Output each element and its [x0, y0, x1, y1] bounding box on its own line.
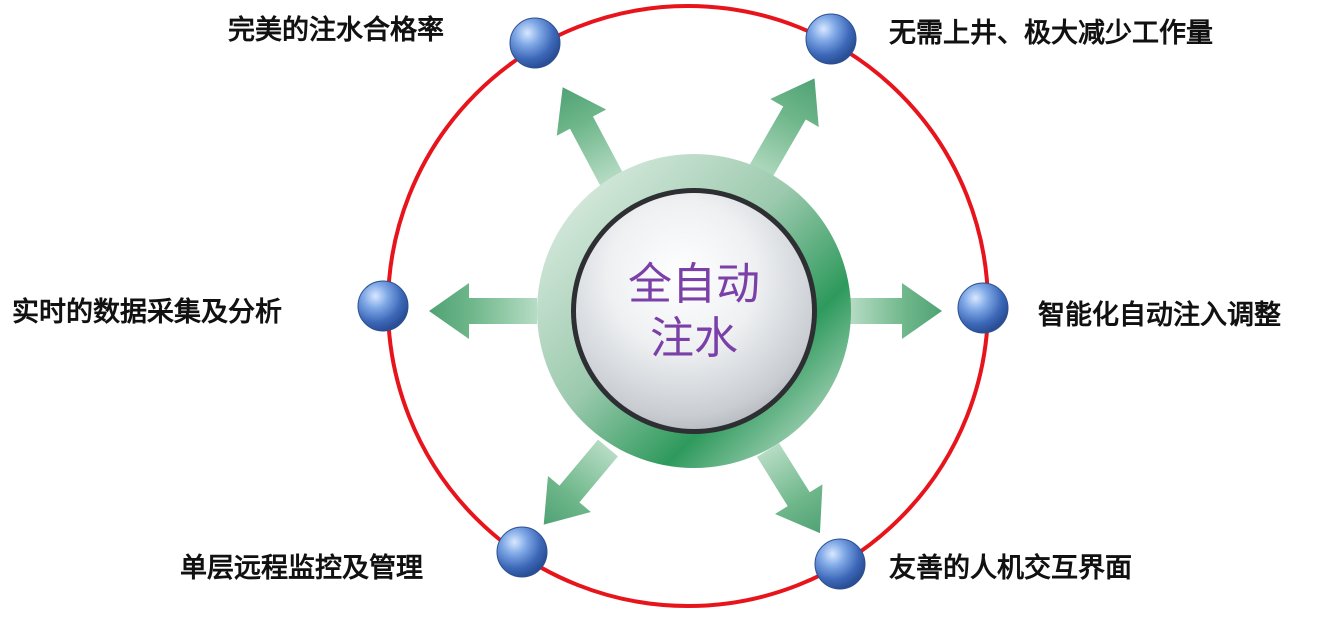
feature-label-top-left: 完美的注水合格率	[228, 15, 444, 46]
node-sphere-bottom-right	[814, 538, 866, 590]
node-sphere-bottom-left	[496, 526, 548, 578]
node-sphere-top-left	[509, 17, 561, 69]
arrow-mid-right	[850, 283, 942, 339]
hub-inner-disc	[576, 193, 812, 429]
nodes-group	[357, 13, 1009, 590]
feature-label-bottom-right: 友善的人机交互界面	[889, 553, 1132, 584]
center-title-line2: 注水	[650, 313, 738, 364]
center-hub	[537, 154, 851, 468]
arrow-top-left	[556, 87, 624, 187]
node-sphere-mid-right	[957, 282, 1009, 334]
feature-label-mid-left: 实时的数据采集及分析	[12, 297, 282, 328]
feature-label-top-right: 无需上井、极大减少工作量	[889, 18, 1213, 49]
arrow-bottom-right	[756, 443, 823, 534]
feature-label-mid-right: 智能化自动注入调整	[1038, 300, 1281, 331]
arrow-top-right	[745, 78, 819, 185]
node-sphere-top-right	[805, 13, 857, 65]
node-sphere-mid-left	[357, 280, 409, 332]
feature-label-bottom-left: 单层远程监控及管理	[180, 553, 423, 584]
arrow-bottom-left	[543, 439, 618, 525]
arrows-group	[429, 78, 942, 534]
center-title: 全自动 注水	[574, 258, 814, 366]
center-title-line1: 全自动	[628, 259, 760, 310]
arrow-mid-left	[429, 283, 537, 339]
